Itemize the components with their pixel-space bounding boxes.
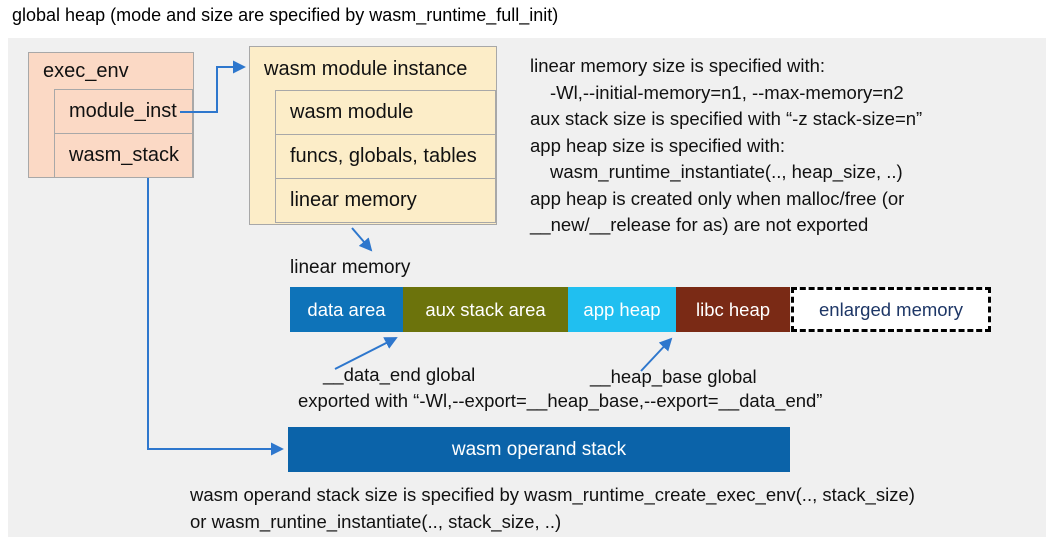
segment-enlarged-memory: enlarged memory [791,287,991,332]
exec-env-row-module-inst: module_inst [54,89,193,134]
segment-aux-stack-area: aux stack area [403,287,568,332]
note-line: app heap is created only when malloc/fre… [530,187,905,209]
data-end-global-label: __data_end global [323,364,476,385]
module-instance-row-funcs-globals-tables: funcs, globals, tables [275,134,496,179]
segment-libc-heap: libc heap [676,287,790,332]
segment-data-area: data area [290,287,403,332]
module-instance-row-linear-memory: linear memory [275,178,496,223]
module-instance-header: wasm module instance [264,57,468,80]
module-instance-row-wasm-module: wasm module [275,90,496,135]
exec-env-box: exec_env module_inst wasm_stack [28,52,194,178]
wasm-operand-stack-bar: wasm operand stack [288,427,790,472]
note-line: app heap size is specified with: [530,134,786,156]
linear-memory-label: linear memory [290,257,411,278]
notes-block: linear memory size is specified with: -W… [530,53,1042,239]
footer-line: or wasm_runtine_instantiate(.., stack_si… [190,511,562,532]
note-line: linear memory size is specified with: [530,55,826,76]
heap-base-global-label: __heap_base global [590,366,757,387]
exec-env-row-wasm-stack: wasm_stack [54,133,193,178]
exported-flags-label: exported with “-Wl,--export=__heap_base,… [298,390,823,411]
footer-block: wasm operand stack size is specified by … [190,481,915,535]
footer-line: wasm operand stack size is specified by … [190,484,915,505]
note-line: aux stack size is specified with “-z sta… [530,108,923,129]
module-instance-box: wasm module instance wasm module funcs, … [249,46,497,225]
exec-env-header: exec_env [43,60,129,82]
note-line: wasm_runtime_instantiate(.., heap_size, … [550,161,903,182]
note-line: __new/__release for as) are not exported [530,214,869,235]
note-line: -Wl,--initial-memory=n1, --max-memory=n2 [550,81,904,103]
segment-app-heap: app heap [568,287,676,332]
diagram-title: global heap (mode and size are specified… [12,5,559,25]
